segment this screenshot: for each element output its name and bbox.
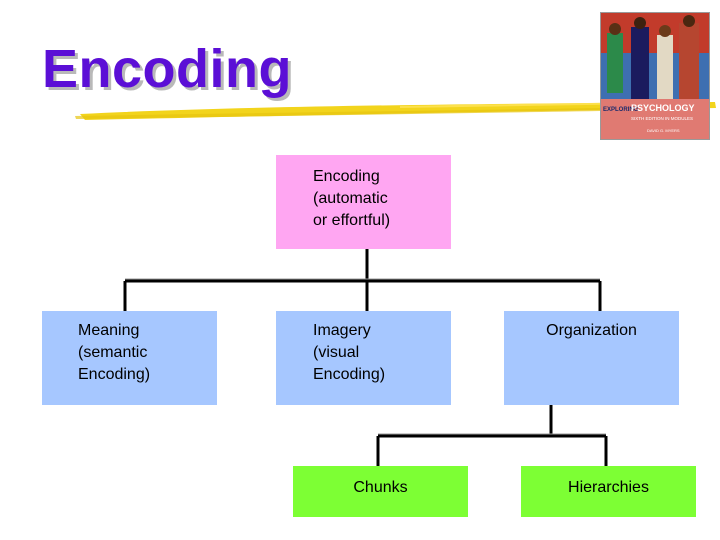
book-cover-subtitle: SIXTH EDITION IN MODULES (631, 116, 693, 121)
book-cover-brand: EXPLORING (603, 107, 639, 113)
node-chunks: Chunks (293, 466, 468, 517)
node-encoding-root: Encoding (automatic or effortful) (276, 155, 451, 249)
book-cover-image: EXPLORING PSYCHOLOGY SIXTH EDITION IN MO… (600, 12, 710, 140)
node-meaning: Meaning (semantic Encoding) (42, 311, 217, 405)
node-imagery: Imagery (visual Encoding) (276, 311, 451, 405)
node-hierarchies: Hierarchies (521, 466, 696, 517)
book-cover-author: DAVID G. MYERS (647, 128, 680, 133)
node-organization: Organization (504, 311, 679, 405)
book-cover-title: PSYCHOLOGY (631, 103, 695, 113)
slide-title: Encoding (42, 39, 292, 99)
